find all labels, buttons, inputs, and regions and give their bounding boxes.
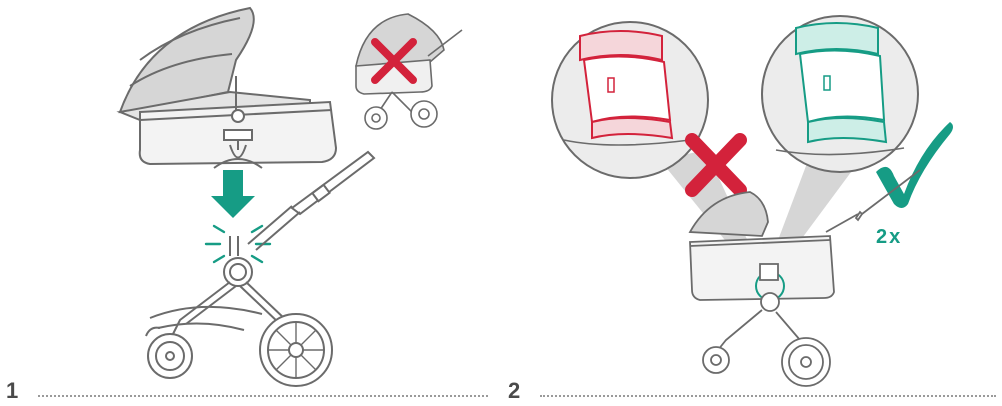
click-count-label: 2x [876,226,902,249]
step-2-panel: 2x 2 [500,0,1002,406]
stroller-frame [150,152,374,336]
correct-detail-magnifier [762,16,918,172]
step-2-illustration [500,0,1002,406]
step-2-divider [540,395,996,397]
down-arrow-icon [211,170,255,218]
step-1-panel: 1 [0,0,500,406]
wrong-detail-magnifier [552,22,708,178]
step-1-number: 1 [6,378,18,404]
step-1-illustration [0,0,500,406]
carrycot [120,8,336,168]
step-2-number: 2 [508,378,520,404]
step-1-divider [38,395,488,397]
